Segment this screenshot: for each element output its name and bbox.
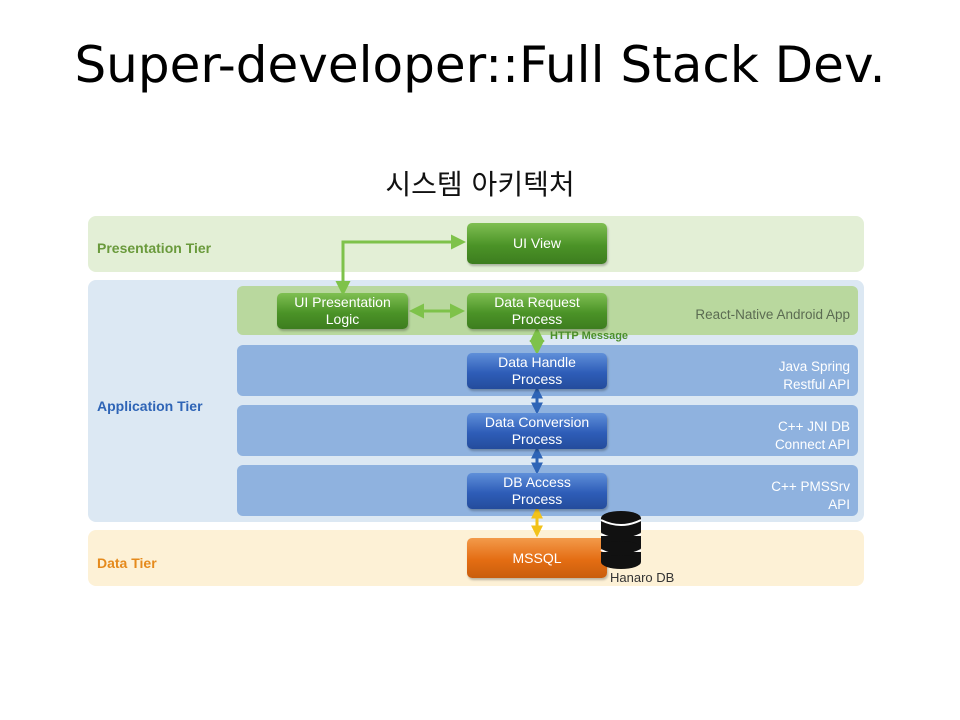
ui-view-box: UI View [467, 223, 607, 264]
cpp-pmssrv-line2: API [828, 497, 850, 512]
ui-view-text: UI View [513, 235, 561, 251]
db-access-box: DB Access Process [467, 473, 607, 509]
data-conversion-box: Data Conversion Process [467, 413, 607, 449]
arrow-logic-to-view [335, 234, 466, 296]
cpp-pmssrv-line1: C++ PMSSrv [771, 479, 850, 494]
http-message-label: HTTP Message [550, 330, 629, 342]
java-spring-line2: Restful API [783, 377, 850, 392]
data-tier-label: Data Tier [97, 555, 157, 571]
data-handle-line2: Process [511, 371, 563, 387]
data-request-box: Data Request Process [467, 293, 607, 329]
ui-presentation-logic-line1: UI Presentation [294, 294, 391, 310]
hanaro-db-label: Hanaro DB [610, 570, 675, 585]
diagram-subtitle: 시스템 아키텍처 [385, 168, 575, 201]
database-icon [600, 511, 642, 569]
db-access-line2: Process [511, 491, 563, 507]
cpp-jni-line1: C++ JNI DB [777, 419, 850, 434]
data-request-line2: Process [511, 311, 563, 327]
cpp-jni-layer-label: C++ JNI DB Connect API [660, 418, 850, 454]
presentation-tier-label: Presentation Tier [97, 240, 212, 256]
ui-presentation-logic-line2: Logic [325, 311, 360, 327]
mssql-box: MSSQL [467, 538, 607, 578]
data-handle-line1: Data Handle [498, 354, 576, 370]
java-spring-layer-label: Java Spring Restful API [660, 358, 850, 394]
application-tier-label: Application Tier [97, 398, 203, 414]
data-request-line1: Data Request [494, 294, 580, 310]
java-spring-line1: Java Spring [778, 359, 850, 374]
react-native-layer-label: React-Native Android App [695, 307, 850, 322]
db-access-line1: DB Access [503, 474, 571, 490]
ui-presentation-logic-box: UI Presentation Logic [277, 293, 408, 329]
data-handle-box: Data Handle Process [467, 353, 607, 389]
data-conversion-line2: Process [511, 431, 563, 447]
page-title: Super-developer::Full Stack Dev. [74, 36, 886, 94]
mssql-text: MSSQL [512, 549, 562, 566]
cpp-jni-line2: Connect API [774, 437, 850, 452]
data-conversion-line1: Data Conversion [484, 414, 590, 430]
cpp-pmssrv-layer-label: C++ PMSSrv API [660, 478, 850, 514]
